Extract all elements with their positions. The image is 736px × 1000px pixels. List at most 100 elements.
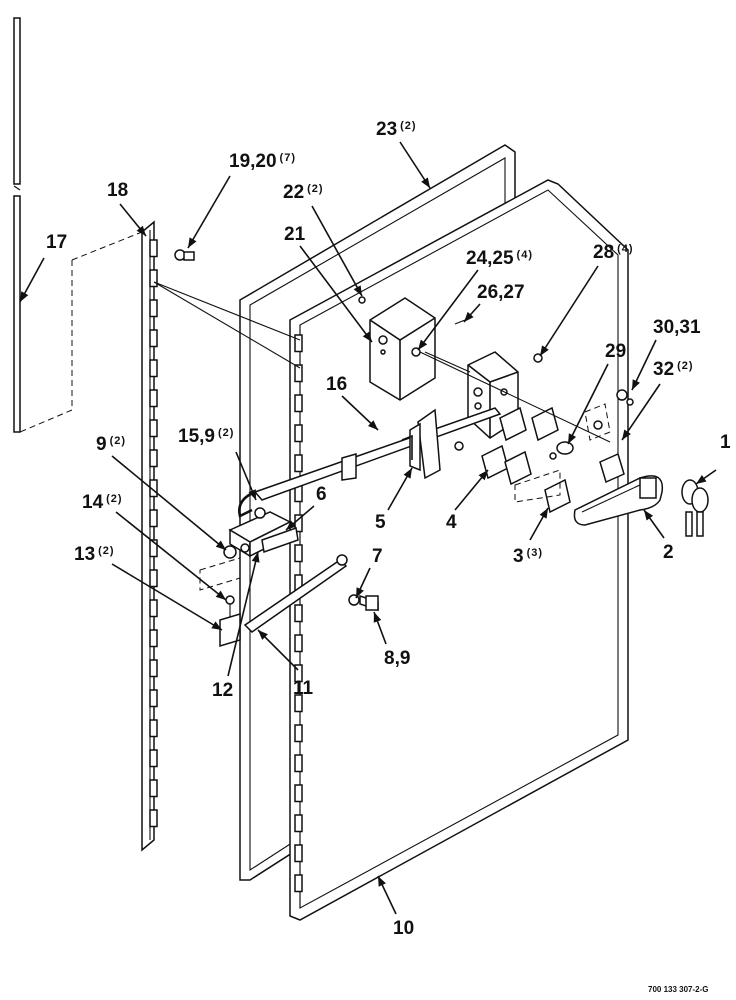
hinge-knuckle — [149, 779, 158, 798]
hinge-knuckle — [149, 299, 158, 318]
callout-c8: 8,9 — [384, 648, 410, 669]
hinge-knuckle — [294, 364, 303, 383]
callout-c15: 15,9(2) — [178, 426, 234, 447]
callout-c30: 30,31 — [653, 317, 701, 338]
drawing-number: 700 133 307-2-G — [648, 985, 709, 994]
callout-labels: 123(3)45678,99(2)10111213(2)14(2)15,9(2)… — [46, 119, 731, 939]
callout-number-c30: 30,31 — [653, 317, 701, 338]
bracket-parts-13-14 — [199, 557, 241, 648]
pivot-block-parts-6-12 — [223, 507, 299, 559]
lock-assembly-parts-29-32 — [556, 389, 634, 484]
callout-number-c4: 4 — [446, 512, 457, 533]
hinge-knuckle — [294, 754, 303, 773]
callout-number-c26: 26,27 — [477, 282, 525, 303]
plate-part-3 — [544, 478, 571, 514]
hinge-knuckle — [294, 874, 303, 893]
hinge-knuckle — [149, 809, 158, 828]
hinge-knuckle — [294, 334, 303, 353]
leader-arrow-c9 — [215, 540, 226, 550]
rod-clip — [341, 453, 357, 481]
callout-c7: 7 — [372, 546, 383, 567]
callout-qty-c9: (2) — [110, 435, 126, 447]
leader-arrow-c26 — [464, 311, 474, 322]
seal-strip-part-17 — [13, 17, 21, 433]
callout-qty-c22: (2) — [307, 183, 323, 195]
callout-c19: 19,20(7) — [229, 151, 296, 172]
screws-parts-22-24-26-28 — [358, 296, 611, 460]
callout-c14: 14(2) — [82, 492, 123, 513]
leader-arrow-c1 — [696, 474, 707, 484]
callout-leader-lines — [19, 141, 717, 915]
callout-c24: 24,25(4) — [466, 248, 533, 269]
callout-number-c19: 19,20 — [229, 151, 277, 172]
leader-arrow-c28 — [540, 345, 549, 356]
callout-c18: 18 — [107, 180, 128, 201]
hinge-knuckle — [294, 454, 303, 473]
callout-qty-c28: (4) — [617, 243, 633, 255]
leader-arrow-c24 — [418, 339, 428, 350]
hinge-knuckle — [149, 329, 158, 348]
hinge-knuckle — [294, 814, 303, 833]
callout-number-c32: 32 — [653, 359, 674, 380]
callout-c10: 10 — [393, 918, 414, 939]
callout-c26: 26,27 — [477, 282, 525, 303]
callout-number-c2: 2 — [663, 542, 674, 563]
callout-number-c29: 29 — [605, 341, 626, 362]
callout-number-c15: 15,9 — [178, 426, 215, 447]
leader-arrow-c2 — [644, 510, 654, 521]
callout-c6: 6 — [316, 484, 327, 505]
callout-c21: 21 — [284, 224, 306, 245]
leader-arrow-c15 — [248, 489, 256, 500]
hinge-knuckle — [149, 449, 158, 468]
leader-arrow-c11 — [258, 630, 268, 640]
plates-part-4 — [481, 406, 559, 486]
hinge-knuckle — [294, 424, 303, 443]
leader-arrow-c5 — [403, 468, 412, 479]
callout-number-c6: 6 — [316, 484, 327, 505]
leader-line-c24 — [417, 269, 479, 351]
callout-number-c7: 7 — [372, 546, 383, 567]
hinge-knuckle — [149, 509, 158, 528]
callout-c1: 1 — [720, 432, 731, 453]
hinge-knuckle — [149, 629, 158, 648]
callout-c22: 22(2) — [283, 182, 324, 203]
leader-arrow-c18 — [136, 225, 146, 236]
callout-c13: 13(2) — [74, 544, 115, 565]
leader-arrow-c13 — [211, 621, 222, 630]
hinge-knuckle — [149, 599, 158, 618]
callout-qty-c24: (4) — [517, 249, 533, 261]
cover-part-21 — [369, 297, 436, 401]
key-part-1 — [681, 479, 709, 537]
callout-qty-c19: (7) — [280, 152, 296, 164]
callout-number-c24: 24,25 — [466, 248, 514, 269]
callout-number-c17: 17 — [46, 232, 67, 253]
callout-c4: 4 — [446, 512, 457, 533]
hinge-knuckle — [294, 544, 303, 563]
callout-c29: 29 — [605, 341, 626, 362]
hinge-knuckle — [149, 569, 158, 588]
leader-arrow-c22 — [353, 285, 362, 296]
callout-c23: 23(2) — [376, 119, 417, 140]
callout-number-c28: 28 — [593, 242, 614, 263]
callout-c16: 16 — [326, 374, 347, 395]
hinge-strip-part-18 — [141, 220, 158, 852]
hinge-knuckle — [149, 659, 158, 678]
leader-arrow-c32 — [622, 429, 631, 440]
leader-line-c32 — [621, 383, 661, 441]
callout-number-c14: 14 — [82, 492, 104, 513]
leader-arrow-c23 — [421, 177, 430, 188]
hinge-knuckle — [294, 394, 303, 413]
leader-line-c12 — [227, 551, 259, 677]
leader-arrow-c14 — [215, 590, 226, 600]
leader-arrow-c7 — [356, 587, 364, 598]
leader-arrow-c3 — [539, 508, 548, 519]
callout-number-c3: 3 — [513, 546, 524, 567]
callout-c32: 32(2) — [653, 359, 694, 380]
callout-qty-c14: (2) — [106, 493, 122, 505]
callout-number-c10: 10 — [393, 918, 414, 939]
callout-c28: 28(4) — [593, 242, 634, 263]
leader-arrow-c6 — [286, 520, 297, 530]
callout-number-c11: 11 — [293, 678, 314, 699]
callout-qty-c3: (3) — [527, 547, 543, 559]
